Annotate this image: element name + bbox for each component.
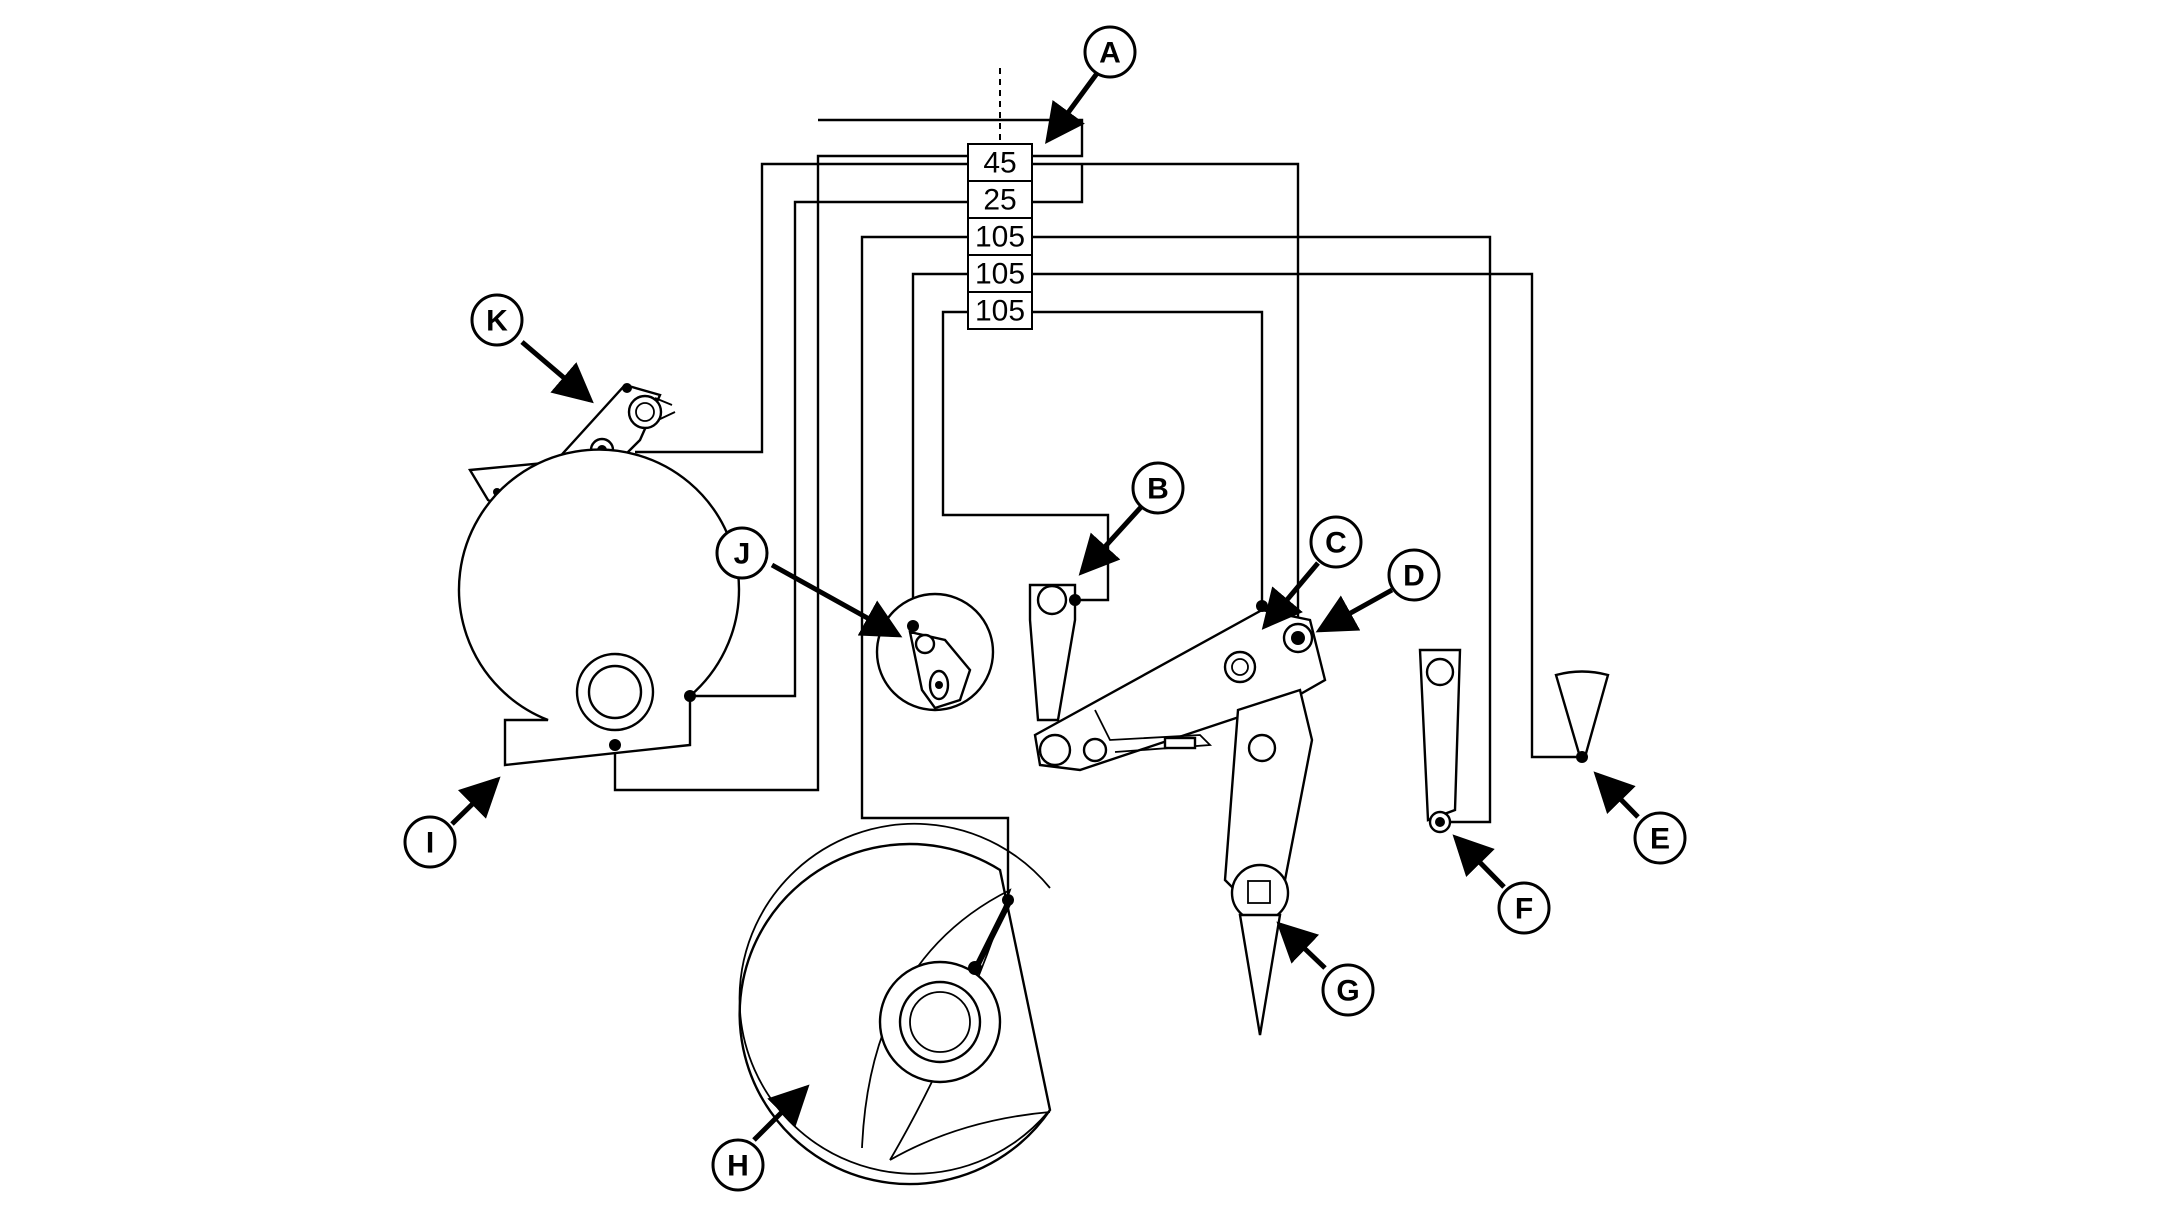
svg-text:D: D [1403, 560, 1425, 593]
svg-text:J: J [734, 538, 751, 571]
svg-text:I: I [426, 827, 434, 860]
svg-text:A: A [1099, 37, 1121, 70]
svg-text:K: K [486, 305, 508, 338]
callout-j: J [715, 526, 769, 580]
leader-arrows [450, 70, 1640, 1142]
stack-value-4: 105 [975, 258, 1025, 291]
callout-f: F [1497, 881, 1551, 935]
stack-value-2: 25 [983, 184, 1016, 217]
stack-value-1: 45 [983, 147, 1016, 180]
part-h-wheel [738, 822, 1052, 1186]
stack-value-5: 105 [975, 295, 1025, 328]
stack-cell-5 [967, 291, 1033, 330]
callout-k: K [470, 293, 524, 347]
callout-g: G [1321, 963, 1375, 1017]
part-i-housing [457, 448, 741, 767]
svg-text:B: B [1147, 473, 1169, 506]
callout-h: H [711, 1138, 765, 1192]
callout-a: A [1083, 25, 1137, 79]
stack-cell-4 [967, 254, 1033, 293]
part-j-detail [875, 592, 995, 712]
callout-d: D [1387, 548, 1441, 602]
callout-e: E [1633, 811, 1687, 865]
callout-c: C [1309, 515, 1363, 569]
svg-text:G: G [1336, 975, 1359, 1008]
part-f-link [1418, 648, 1462, 834]
svg-text:H: H [727, 1150, 749, 1183]
svg-text:F: F [1515, 893, 1533, 926]
stack-cell-1 [967, 143, 1033, 182]
distribution-block: 45 25 105 105 105 [967, 143, 1033, 330]
svg-text:E: E [1650, 823, 1670, 856]
part-e-blade [1554, 670, 1610, 763]
stack-cell-3 [967, 217, 1033, 256]
part-arm-assembly [1028, 583, 1327, 1036]
hose-routes [613, 118, 1582, 900]
callout-b: B [1131, 461, 1185, 515]
svg-text:C: C [1325, 527, 1347, 560]
callout-i: I [403, 815, 457, 869]
stack-value-3: 105 [975, 221, 1025, 254]
